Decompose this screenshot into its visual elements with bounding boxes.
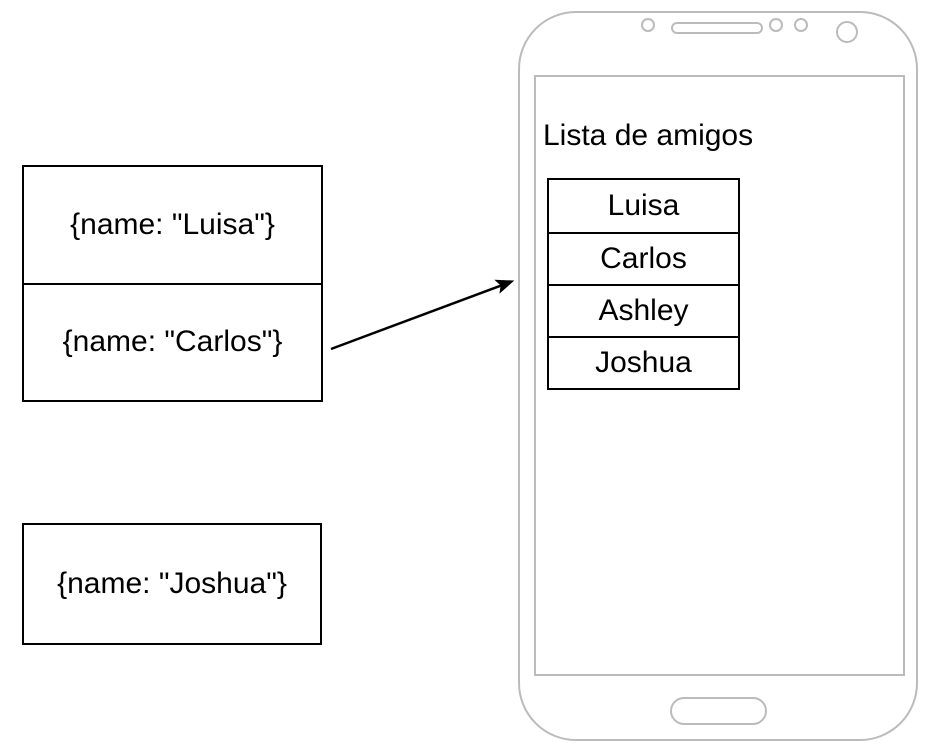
record-luisa: {name: "Luisa"} <box>24 167 321 285</box>
record-group-box: {name: "Luisa"} {name: "Carlos"} <box>22 165 323 402</box>
arrow-line <box>330 284 503 351</box>
home-button <box>670 697 767 725</box>
list-item: Luisa <box>607 189 680 222</box>
record-joshua: {name: "Joshua"} <box>22 523 322 645</box>
sensor-dot-icon <box>769 18 783 32</box>
phone-screen: Lista de amigos Luisa Carlos Ashley Josh… <box>534 75 905 676</box>
list-item: Joshua <box>549 336 738 388</box>
sensor-dot-icon <box>641 18 655 32</box>
arrowhead-icon <box>494 279 515 294</box>
data-flow-arrow <box>330 279 515 351</box>
sensor-dot-icon <box>794 18 808 32</box>
screen-title: Lista de amigos <box>543 119 754 152</box>
phone-mockup: Lista de amigos Luisa Carlos Ashley Josh… <box>518 11 918 741</box>
record-carlos: {name: "Carlos"} <box>62 325 283 359</box>
speaker-icon <box>671 22 763 34</box>
list-item: Ashley <box>549 284 738 336</box>
list-item: Carlos <box>549 232 738 284</box>
camera-icon <box>836 21 858 43</box>
friends-list: Luisa Carlos Ashley Joshua <box>547 178 740 390</box>
